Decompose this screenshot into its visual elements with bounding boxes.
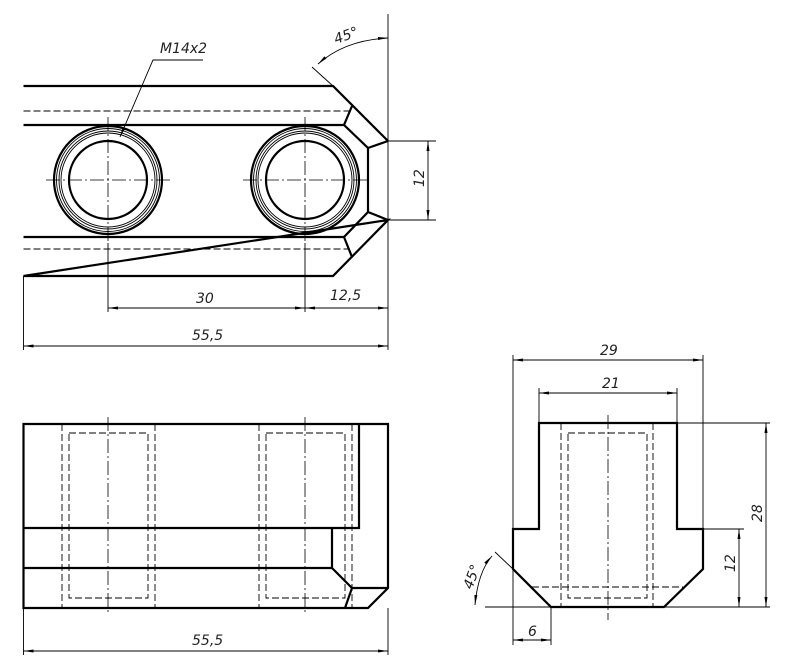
top-view-slot-lines xyxy=(23,105,389,258)
dim-length-front: 55,5 xyxy=(192,633,223,649)
front-view: 55,5 xyxy=(22,417,390,655)
dim-hole-spacing: 30 xyxy=(196,291,214,307)
extension-lines xyxy=(23,243,306,350)
dim-width-outer: 29 xyxy=(600,343,618,359)
extension-line xyxy=(311,66,334,87)
angle-label-side: 45° xyxy=(461,563,485,592)
threaded-hole-left xyxy=(46,117,170,243)
hidden-lines xyxy=(532,423,683,607)
angle-arc xyxy=(474,555,493,606)
top-view: 30 12,5 55,5 12 45° M14x2 xyxy=(23,14,436,350)
side-view: 29 21 28 12 6 45° xyxy=(461,343,770,645)
angle-label-top: 45° xyxy=(332,24,361,48)
extension-line xyxy=(494,551,514,570)
thread-leader xyxy=(119,59,203,138)
extension-lines xyxy=(512,569,552,645)
dim-chamfer: 6 xyxy=(528,624,537,640)
top-view-outline xyxy=(23,84,392,278)
extension-lines xyxy=(664,422,770,608)
hidden-hole-right xyxy=(258,417,353,612)
thread-label: M14x2 xyxy=(160,41,207,57)
threaded-hole-right xyxy=(243,117,367,243)
dim-height-lower: 12 xyxy=(723,554,739,572)
front-view-outline xyxy=(22,422,390,610)
extension-lines xyxy=(512,355,704,529)
dim-height-total: 28 xyxy=(750,504,766,522)
dim-length-top: 55,5 xyxy=(192,328,223,344)
dim-width-inner: 21 xyxy=(602,376,620,392)
extension-lines xyxy=(23,608,389,655)
dim-edge-offset: 12,5 xyxy=(330,288,361,304)
angle-arc xyxy=(317,36,389,65)
dim-height-top: 12 xyxy=(412,169,428,187)
hidden-hole-left xyxy=(61,417,156,612)
